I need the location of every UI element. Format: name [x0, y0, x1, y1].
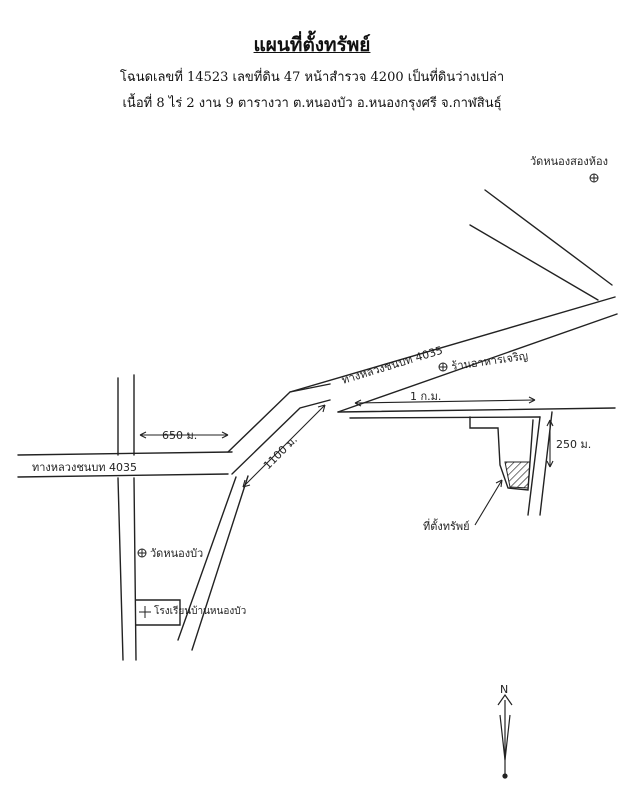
vertical-road-right-edge [133, 374, 137, 661]
vertical-road-left-edge [117, 377, 124, 661]
distance-1km-label: 1 ก.ม. [410, 390, 441, 403]
landmark-symbols [137, 173, 599, 618]
left-road-label: ทางหลวงชนบท 4035 [32, 461, 137, 474]
property-outline [469, 416, 534, 491]
distance-650m-label: 650 ม. [162, 429, 197, 442]
school-flag-icon [139, 606, 151, 618]
north-arrow-icon [497, 693, 513, 779]
arrow-to-property [474, 479, 503, 526]
property-parcel-hatched [504, 461, 531, 489]
distance-250m-label: 250 ม. [556, 438, 591, 451]
temple-top-right-label: วัดหนองสองห้อง [530, 155, 608, 168]
side-road-lower-edge [349, 416, 541, 419]
arrow-1km [354, 399, 536, 404]
temple-left-label: วัดหนองบัว [150, 547, 203, 560]
deed-info-line: โฉนดเลขที่ 14523 เลขที่ดิน 47 หน้าสำรวจ … [119, 70, 505, 85]
branch-road-top-edge [484, 189, 613, 286]
upper-road-bottom-edge [337, 313, 618, 413]
road-lines [17, 189, 618, 661]
north-label: N [500, 683, 508, 696]
dimension-arrows [139, 396, 554, 526]
lower-road-right-edge [191, 475, 249, 651]
left-road-bottom-edge [17, 473, 229, 478]
market-label: ร้านอาหารเจริญ [451, 349, 529, 373]
side-road-top-edge [337, 407, 616, 413]
distance-1100m-label: 1100 ม. [261, 433, 300, 472]
school-building-outline [135, 599, 181, 626]
school-label: โรงเรียนบ้านหนองบัว [154, 604, 246, 617]
branch-road-bottom-edge [469, 224, 599, 301]
property-label: ที่ตั้งทรัพย์ [423, 518, 470, 533]
left-road-top-edge [17, 451, 233, 456]
arrow-1100m [242, 404, 326, 488]
lower-road-left-edge [177, 476, 237, 641]
area-location-line: เนื้อที่ 8 ไร่ 2 งาน 9 ตารางวา ต.หนองบัว… [122, 96, 502, 111]
diagonal-road-inner-edge [231, 399, 331, 475]
diagonal-road-top-edge [227, 383, 331, 453]
upper-road-top-edge [289, 296, 616, 393]
soi-left-edge [527, 416, 541, 516]
page-title: แผนที่ตั้งทรัพย์ [253, 34, 371, 56]
